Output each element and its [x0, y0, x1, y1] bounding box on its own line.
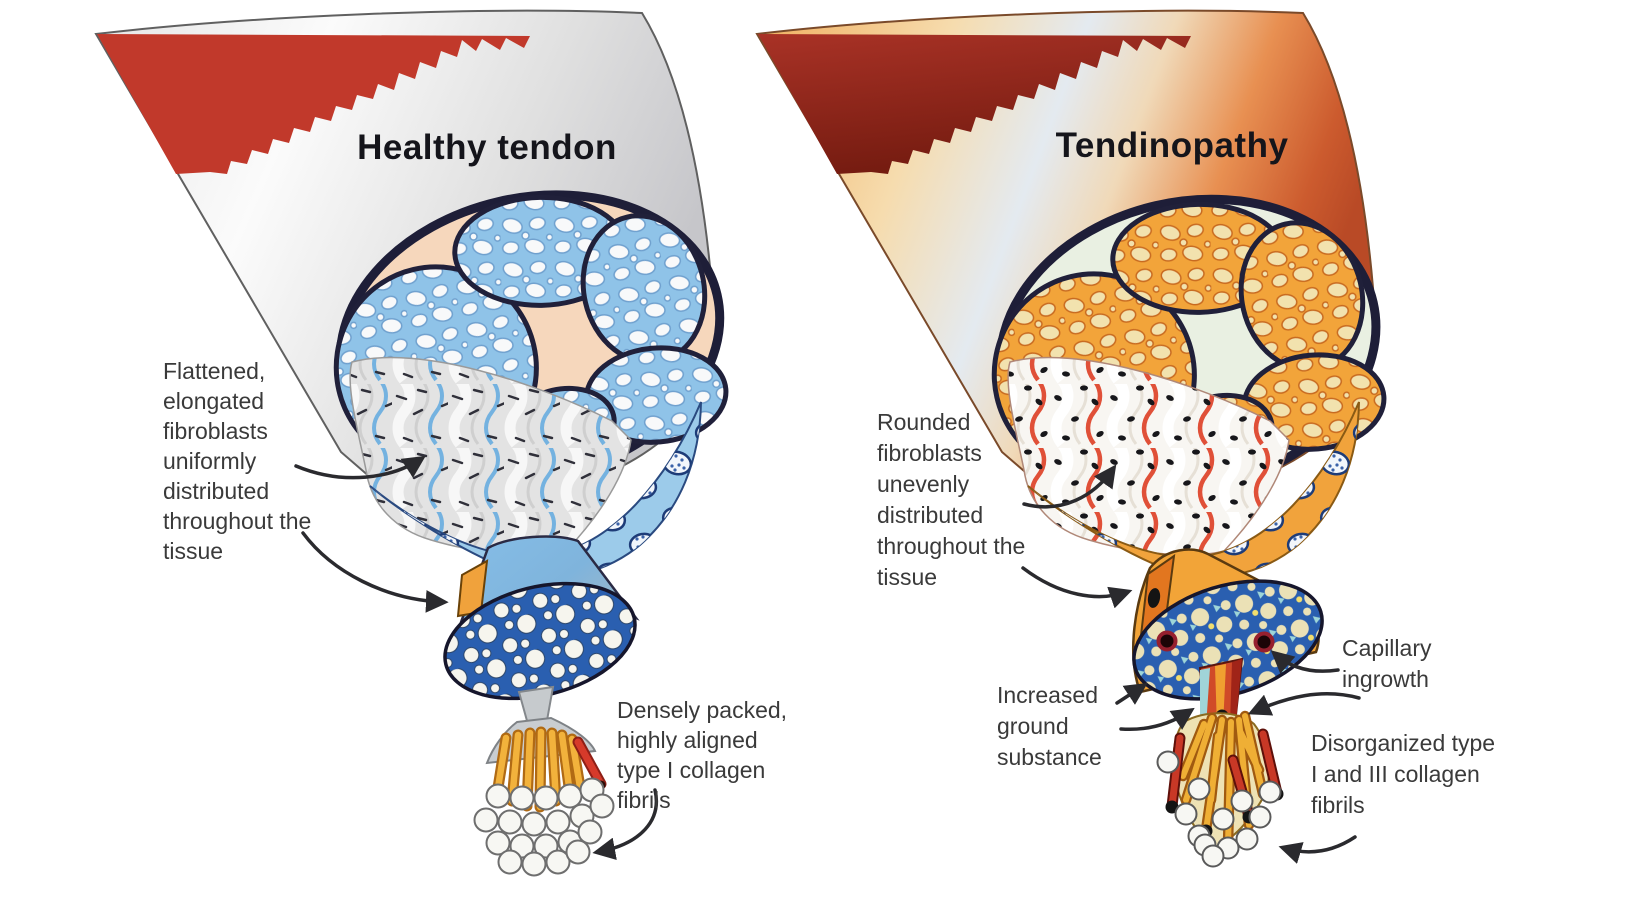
arrow-rounded-fibroblasts-lower	[1021, 566, 1133, 609]
annotation-arrows	[294, 455, 1361, 864]
arrow-disorganized-fibrils-lower	[1278, 835, 1357, 864]
tendinopathy-title: Tendinopathy	[1055, 126, 1289, 165]
label-disorganized-fibrils: Disorganized type I and III collagen fib…	[1311, 730, 1496, 818]
label-increased-ground-substance: Increased ground substance	[997, 682, 1102, 770]
arrow-disorganized-fibrils-upper	[1247, 692, 1361, 716]
tendinopathy-stalk	[1198, 657, 1244, 730]
healthy-fibril-tips	[473, 777, 615, 877]
arrow-flattened-fibroblasts-lower	[301, 531, 449, 613]
tendinopathy-collagen-bundle	[1156, 710, 1284, 868]
healthy-collagen-bundle	[473, 716, 615, 877]
label-flattened-fibroblasts: Flattened, elongated fibroblasts uniform…	[163, 358, 312, 564]
arrow-ground-substance-upper	[1115, 682, 1148, 705]
label-capillary-ingrowth: Capillary ingrowth	[1342, 635, 1432, 692]
tendinopathy-fibril-tips	[1156, 750, 1282, 868]
arrow-dense-fibrils	[592, 788, 658, 861]
label-dense-fibrils: Densely packed, highly aligned type I co…	[617, 697, 788, 813]
healthy-fibril-disc	[443, 581, 637, 701]
arrow-flattened-fibroblasts-upper	[294, 455, 426, 480]
healthy-tendon-illustration	[95, 9, 749, 877]
healthy-tendon-title: Healthy tendon	[357, 128, 617, 167]
arrow-rounded-fibroblasts-upper	[1022, 464, 1117, 509]
capillary-ingrowth-vessels	[1156, 630, 1275, 653]
arrow-capillary-ingrowth	[1270, 650, 1340, 674]
label-rounded-fibroblasts: Rounded fibroblasts unevenly distributed…	[877, 409, 1026, 590]
arrow-ground-substance-lower	[1119, 707, 1195, 732]
